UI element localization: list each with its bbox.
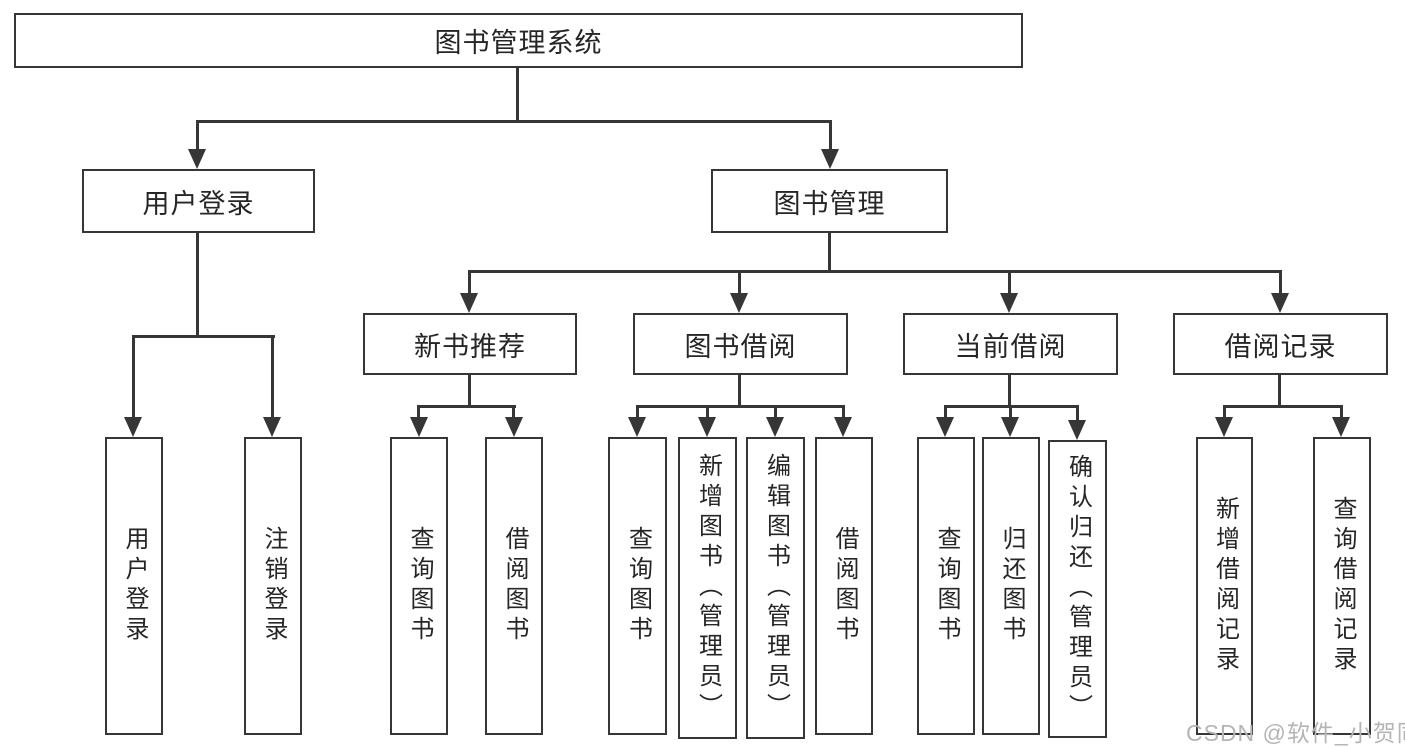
node-book-borrow: 图书借阅 (633, 313, 848, 375)
connector-line (842, 405, 845, 419)
connector-line (418, 405, 516, 408)
connector-line (132, 335, 135, 419)
arrowhead-icon (936, 417, 954, 437)
arrowhead-icon (1215, 417, 1233, 437)
arrowhead-icon (1000, 293, 1018, 313)
leaf-user-login: 用户登录 (105, 437, 163, 735)
connector-line (468, 270, 1282, 273)
leaf-bb-edit-books: 编辑图书（管理员） (746, 437, 805, 739)
connector-line (738, 375, 741, 408)
arrowhead-icon (460, 293, 478, 313)
connector-line (1009, 405, 1012, 419)
arrowhead-icon (188, 149, 206, 169)
arrowhead-icon (410, 417, 428, 437)
leaf-logout: 注销登录 (244, 437, 302, 735)
connector-line (1340, 405, 1343, 419)
connector-line (271, 335, 274, 419)
connector-line (829, 120, 832, 152)
leaf-cb-return-books: 归还图书 (982, 437, 1040, 735)
node-borrow-record: 借阅记录 (1173, 313, 1388, 375)
connector-line (738, 270, 741, 295)
leaf-br-add-record: 新增借阅记录 (1196, 437, 1253, 735)
arrowhead-icon (1068, 420, 1086, 440)
arrowhead-icon (730, 293, 748, 313)
arrowhead-icon (263, 417, 281, 437)
arrowhead-icon (628, 417, 646, 437)
node-book-mgmt: 图书管理 (711, 169, 948, 233)
leaf-nb-query-books: 查询图书 (390, 437, 448, 735)
leaf-bb-query-books: 查询图书 (608, 437, 667, 735)
connector-line (1223, 405, 1343, 408)
connector-line (196, 120, 199, 152)
connector-line (197, 120, 832, 123)
arrowhead-icon (766, 417, 784, 437)
connector-line (944, 405, 947, 419)
connector-line (196, 233, 199, 337)
leaf-br-query-record: 查询借阅记录 (1313, 437, 1371, 735)
leaf-cb-confirm-return: 确认归还（管理员） (1048, 440, 1107, 738)
connector-line (706, 405, 709, 419)
node-new-book-recommend: 新书推荐 (363, 313, 577, 375)
connector-line (468, 375, 471, 408)
connector-line (468, 270, 471, 295)
node-user-login: 用户登录 (82, 169, 315, 233)
arrowhead-icon (1001, 417, 1019, 437)
connector-line (1008, 270, 1011, 295)
connector-line (1279, 270, 1282, 295)
leaf-cb-query-books: 查询图书 (917, 437, 975, 735)
connector-line (512, 405, 515, 419)
leaf-bb-borrow-books: 借阅图书 (815, 437, 873, 735)
connector-line (1278, 375, 1281, 408)
connector-line (1076, 405, 1079, 422)
connector-line (132, 335, 275, 338)
connector-line (636, 405, 845, 408)
connector-line (1223, 405, 1226, 419)
node-root: 图书管理系统 (14, 13, 1023, 68)
connector-line (516, 68, 519, 122)
arrowhead-icon (1332, 417, 1350, 437)
node-current-borrow: 当前借阅 (903, 313, 1118, 375)
arrowhead-icon (698, 417, 716, 437)
arrowhead-icon (1271, 293, 1289, 313)
arrowhead-icon (124, 417, 142, 437)
leaf-nb-borrow-books: 借阅图书 (485, 437, 543, 735)
connector-line (417, 405, 420, 419)
arrowhead-icon (821, 149, 839, 169)
leaf-bb-add-books: 新增图书（管理员） (678, 437, 737, 739)
arrowhead-icon (834, 417, 852, 437)
connector-line (774, 405, 777, 419)
connector-line (828, 233, 831, 273)
watermark: CSDN @软件_小贺同学 (1186, 720, 1405, 746)
connector-line (636, 405, 639, 419)
arrowhead-icon (505, 417, 523, 437)
connector-line (1008, 375, 1011, 408)
